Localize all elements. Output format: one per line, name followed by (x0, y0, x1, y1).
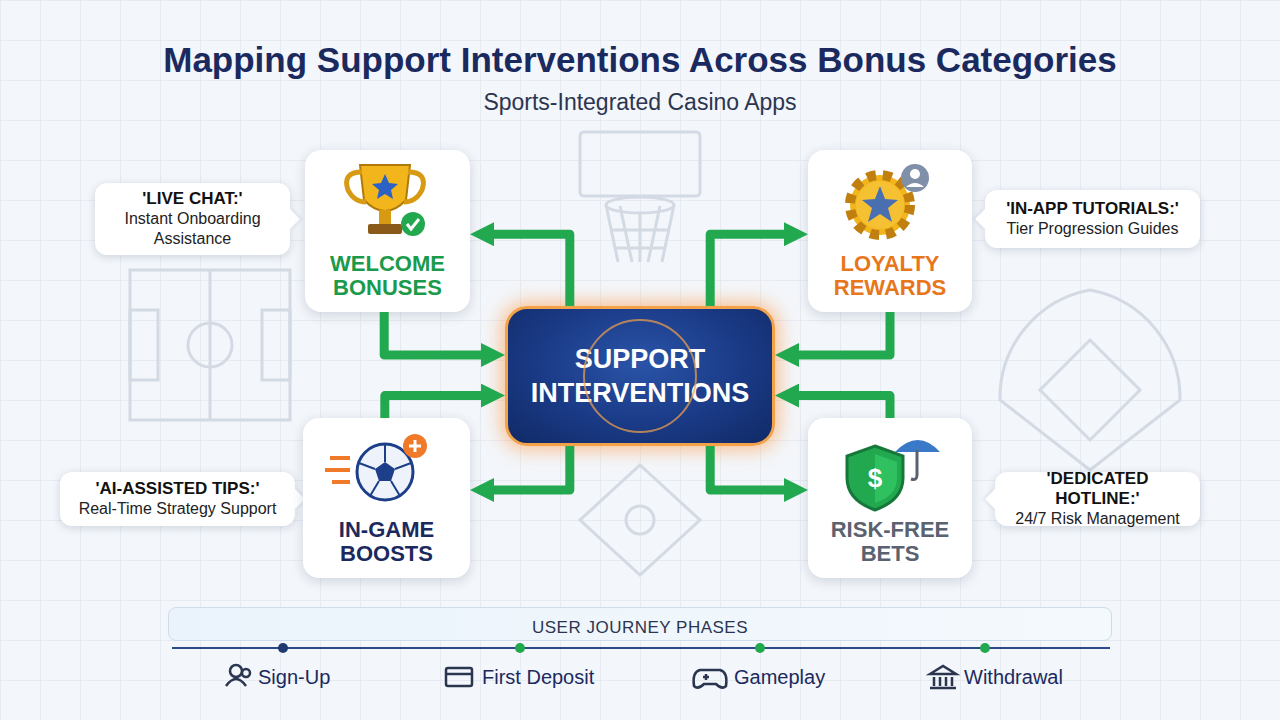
subtitle: Sports-Integrated Casino Apps (0, 89, 1280, 116)
baseball-diamond (1040, 340, 1140, 440)
timeline-dot (755, 643, 765, 653)
person-icon (226, 665, 250, 686)
box-label: IN-GAME BOOSTS (313, 518, 460, 566)
flow-arrow (494, 234, 570, 306)
callout-body: Tier Progression Guides (1007, 219, 1179, 239)
callout-heading: 'LIVE CHAT:' (142, 189, 242, 209)
trophy-icon (347, 165, 425, 236)
callout-bubble: 'AI-ASSISTED TIPS:'Real-Time Strategy Su… (60, 472, 295, 526)
bonus-box: IN-GAME BOOSTS (303, 418, 470, 578)
flow-arrow (494, 446, 570, 490)
callout-bubble: 'IN-APP TUTORIALS:'Tier Progression Guid… (985, 190, 1200, 248)
field-line (209, 270, 212, 420)
callout-body: Instant Onboarding Assistance (105, 209, 280, 249)
field-box (262, 310, 290, 380)
phase-label: Gameplay (734, 666, 825, 689)
timeline-dot (515, 643, 525, 653)
phase-label: Sign-Up (258, 666, 330, 689)
flow-arrow (384, 312, 481, 355)
bonus-box: LOYALTY REWARDS (808, 150, 972, 312)
infield-diamond (580, 465, 700, 575)
timeline (172, 647, 1110, 649)
timeline-dot (980, 643, 990, 653)
timeline-dot (278, 643, 288, 653)
callout-body: 24/7 Risk Management (1015, 509, 1180, 529)
box-label: RISK-FREE BETS (818, 518, 962, 566)
callout-bubble: 'LIVE CHAT:'Instant Onboarding Assistanc… (95, 183, 290, 255)
box-label: WELCOME BONUSES (315, 252, 460, 300)
flow-arrow (710, 234, 784, 306)
svg-text:$: $ (868, 463, 883, 493)
pitchers-mound (626, 506, 654, 534)
callout-heading: 'DEDICATED HOTLINE:' (1005, 469, 1190, 509)
flow-arrow (385, 396, 481, 418)
gamepad-icon (694, 670, 727, 688)
phase-band: USER JOURNEY PHASES (168, 607, 1112, 641)
flow-arrow (799, 312, 890, 355)
bonus-box: WELCOME BONUSES (305, 150, 470, 312)
diagram-title: Mapping Support Interventions Across Bon… (0, 40, 1280, 80)
hub-box: SUPPORT INTERVENTIONS (505, 306, 775, 446)
card-icon (446, 668, 472, 686)
basketball-net (606, 205, 674, 262)
callout-bubble: 'DEDICATED HOTLINE:'24/7 Risk Management (995, 472, 1200, 526)
phase-label: First Deposit (482, 666, 594, 689)
callout-heading: 'AI-ASSISTED TIPS:' (96, 479, 260, 499)
flow-arrow (710, 446, 784, 490)
band-label: USER JOURNEY PHASES (532, 618, 748, 640)
basketball-hoop (606, 197, 674, 213)
callout-heading: 'IN-APP TUTORIALS:' (1006, 199, 1179, 219)
box-label: LOYALTY REWARDS (818, 252, 962, 300)
gear-icon (850, 164, 929, 235)
baseball-field (1000, 290, 1180, 470)
basketball-backboard (580, 132, 700, 196)
bank-icon (930, 666, 956, 688)
callout-body: Real-Time Strategy Support (79, 499, 277, 519)
phase-label: Withdrawal (964, 666, 1063, 689)
shield-umbrella-icon: $ (847, 440, 940, 510)
field-box (130, 310, 158, 380)
bonus-box: RISK-FREE BETS (808, 418, 972, 578)
flow-arrow (799, 396, 890, 418)
hub-ring (584, 320, 696, 432)
soccer-field (130, 270, 290, 420)
hub-label: SUPPORT INTERVENTIONS (524, 342, 756, 410)
soccer-ball-icon (325, 434, 427, 500)
field-circle (188, 323, 232, 367)
